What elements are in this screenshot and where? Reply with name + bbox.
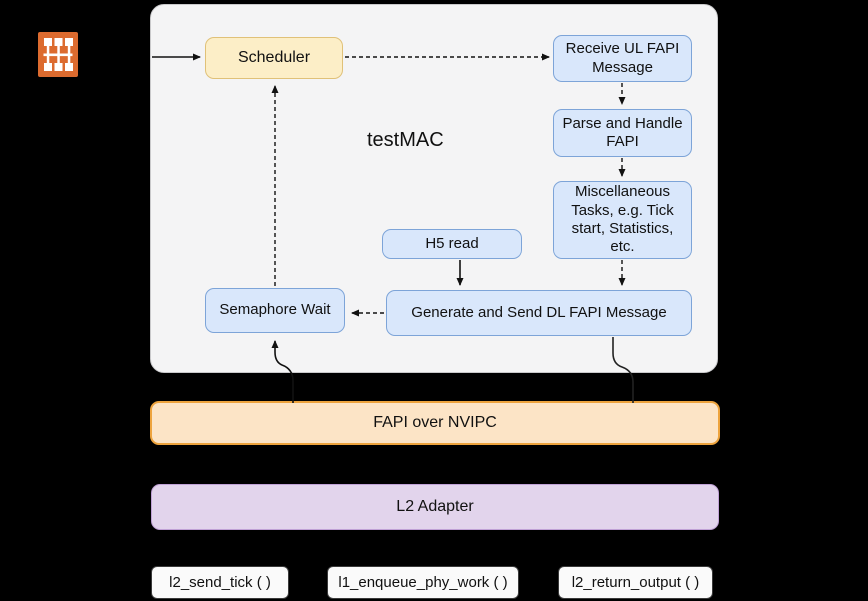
function-l1-enqueue-phy-work: l1_enqueue_phy_work ( ) [327, 566, 519, 599]
node-parse-handle-fapi: Parse and Handle FAPI [553, 109, 692, 157]
function-l2-send-tick: l2_send_tick ( ) [151, 566, 289, 599]
bar-fapi-over-nvipc: FAPI over NVIPC [150, 401, 720, 445]
function-l2-return-output: l2_return_output ( ) [558, 566, 713, 599]
function-l2-return-output-label: l2_return_output ( ) [571, 574, 700, 591]
function-l2-send-tick-label: l2_send_tick ( ) [169, 574, 271, 591]
node-h5-read-label: H5 read [425, 234, 479, 252]
bar-fapi-over-nvipc-label: FAPI over NVIPC [373, 414, 497, 431]
node-receive-ul-fapi: Receive UL FAPI Message [553, 35, 692, 82]
node-generate-send-dl-fapi-label: Generate and Send DL FAPI Message [411, 303, 667, 321]
node-scheduler: Scheduler [205, 37, 343, 79]
node-semaphore-wait-label: Semaphore Wait [219, 301, 331, 319]
function-l1-enqueue-phy-work-label: l1_enqueue_phy_work ( ) [338, 574, 508, 591]
node-semaphore-wait: Semaphore Wait [205, 288, 345, 333]
node-h5-read: H5 read [382, 229, 522, 259]
node-generate-send-dl-fapi: Generate and Send DL FAPI Message [386, 290, 692, 336]
bar-l2-adapter-label: L2 Adapter [396, 498, 474, 515]
node-receive-ul-fapi-label: Receive UL FAPI Message [565, 40, 680, 76]
bar-l2-adapter: L2 Adapter [151, 484, 719, 530]
node-misc-tasks-label: Miscellaneous Tasks, e.g. Tick start, St… [571, 183, 674, 256]
brand-grid-icon [38, 32, 78, 77]
node-parse-handle-fapi-label: Parse and Handle FAPI [562, 114, 683, 150]
node-scheduler-label: Scheduler [237, 49, 311, 67]
node-misc-tasks: Miscellaneous Tasks, e.g. Tick start, St… [553, 181, 692, 259]
testmac-title: testMAC [367, 129, 444, 151]
